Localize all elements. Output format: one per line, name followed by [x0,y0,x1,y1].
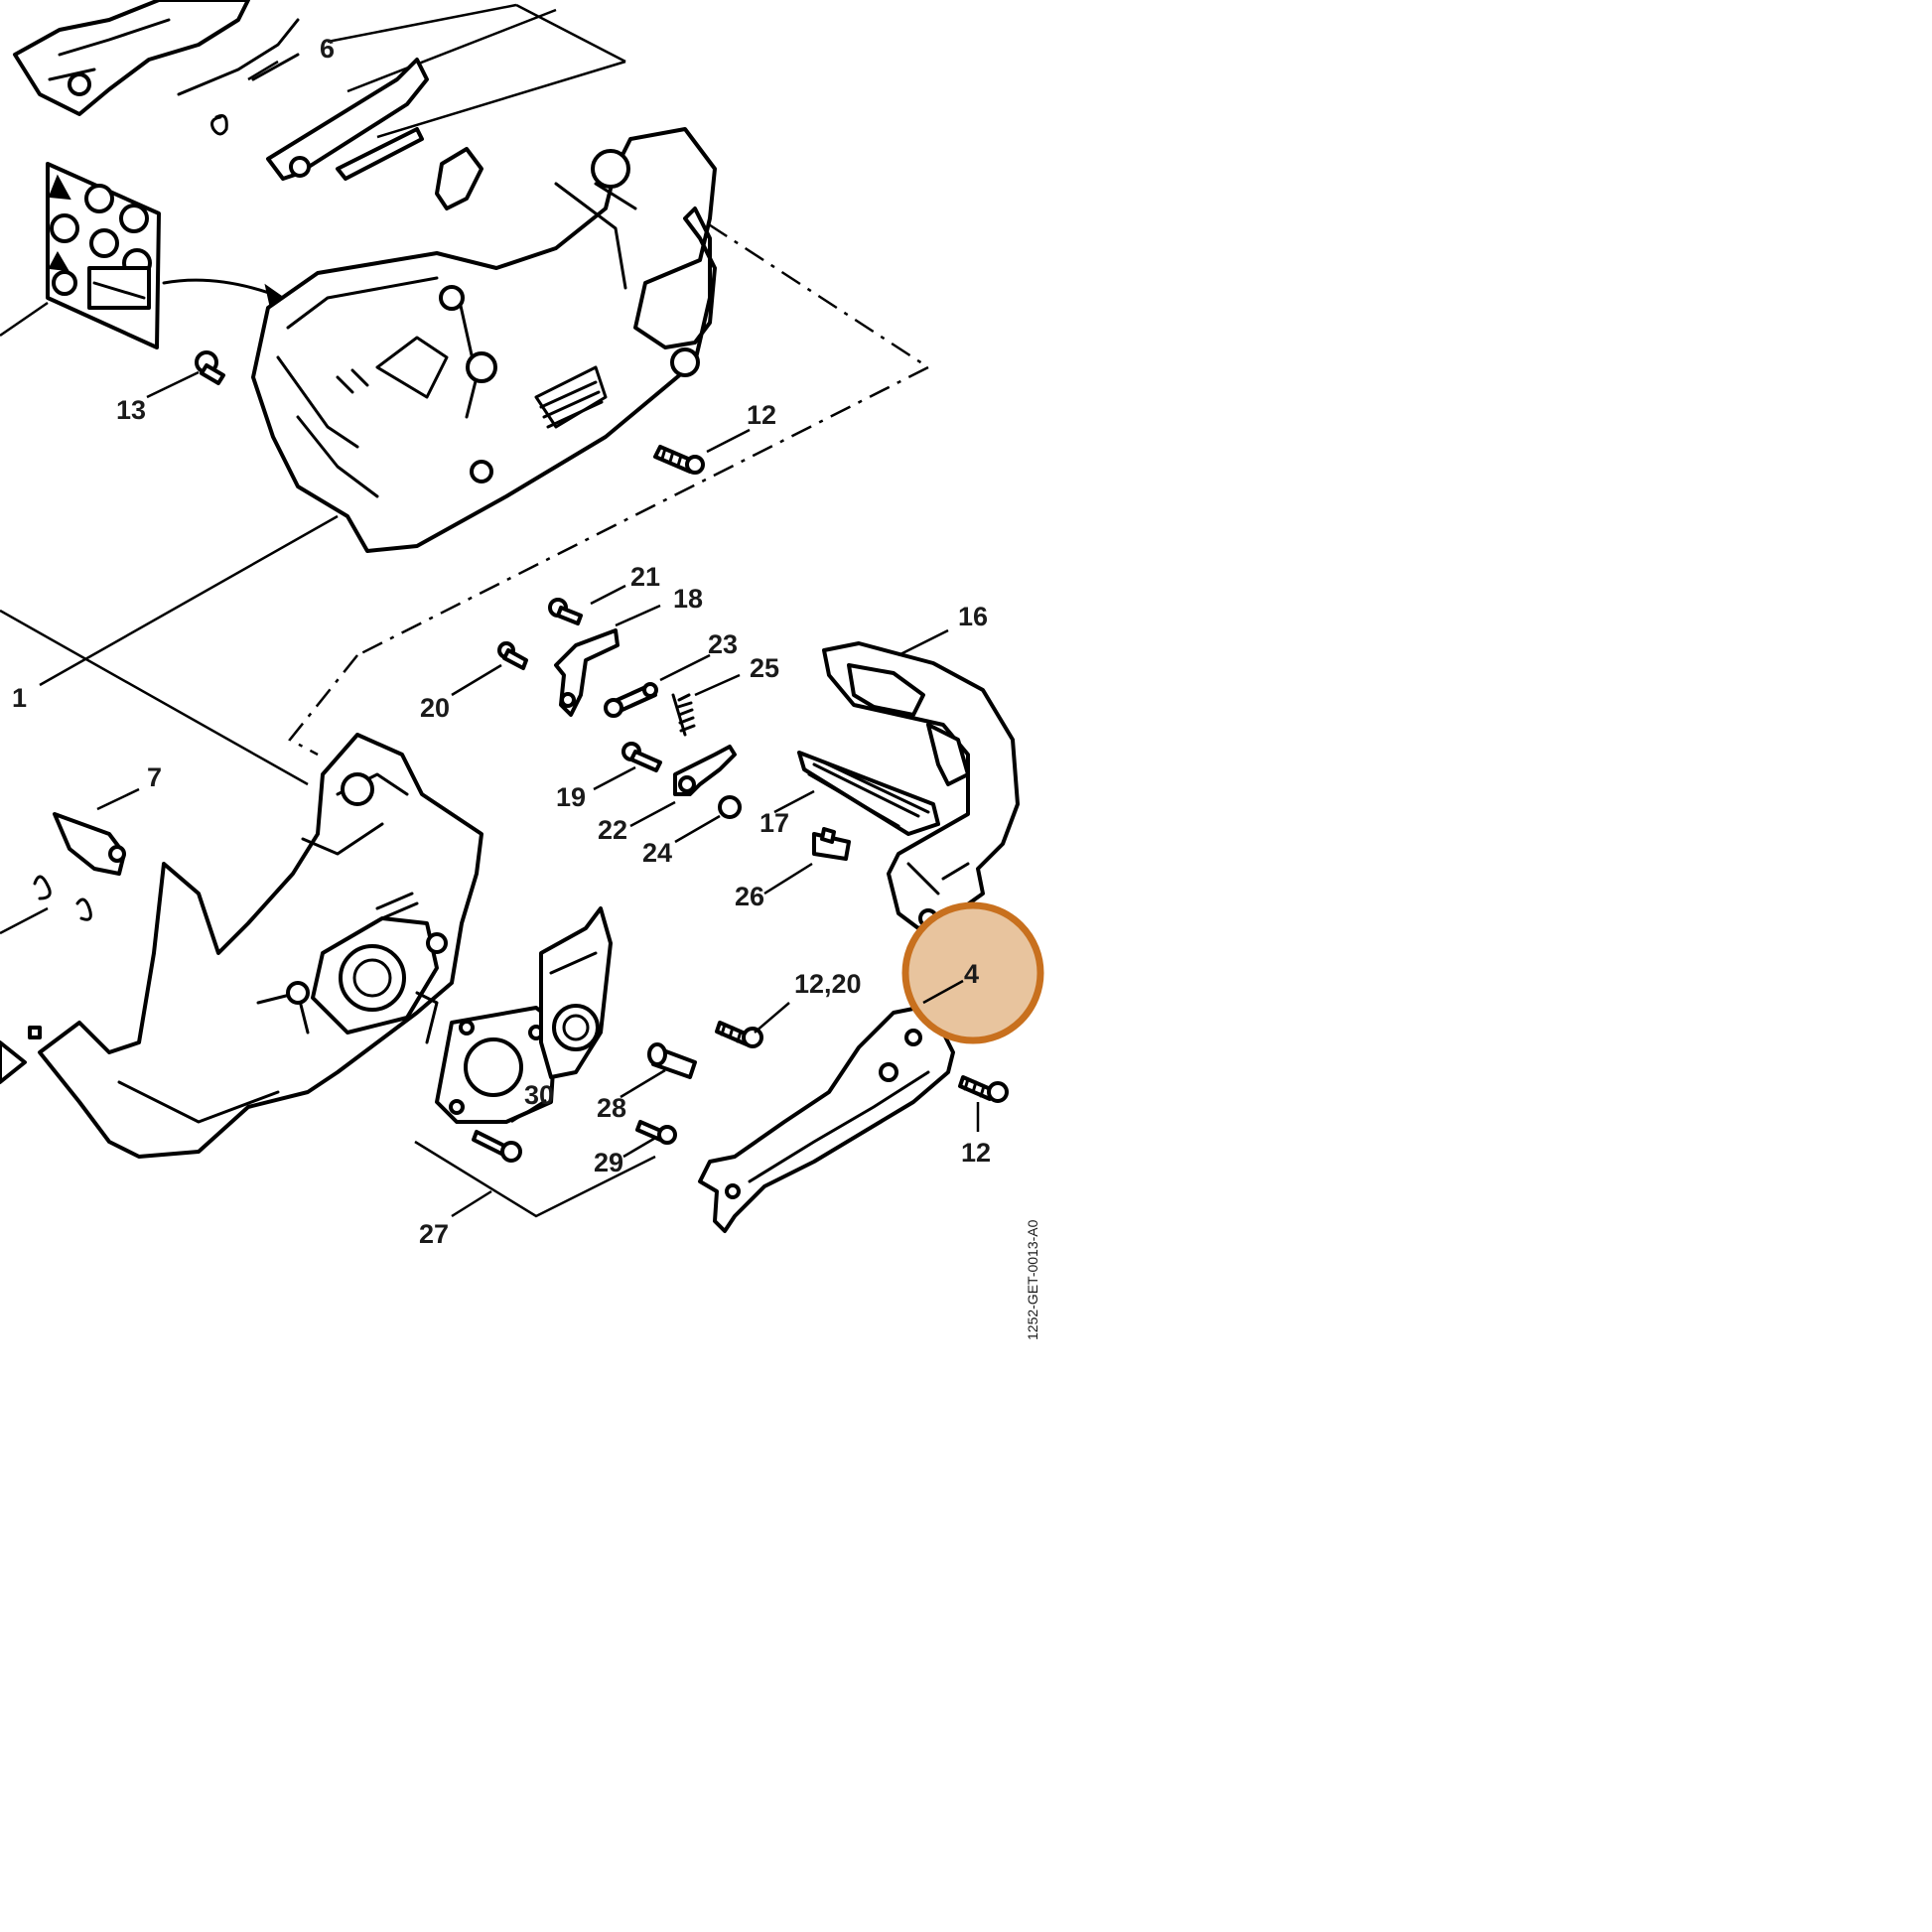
callout-1[interactable]: 1 [12,683,27,713]
callout-19[interactable]: 19 [556,782,586,812]
warning-label [46,162,161,349]
screw-part-12-lower [958,1075,1009,1103]
callout-18[interactable]: 18 [673,584,703,614]
screw-part-19 [621,742,662,772]
callout-28[interactable]: 28 [597,1093,626,1123]
callout-25[interactable]: 25 [750,653,779,683]
callout-22[interactable]: 22 [598,815,627,845]
callout-6[interactable]: 6 [320,34,335,64]
callout-12-upper[interactable]: 12 [747,400,776,430]
lower-crankcase-housing [38,733,483,1159]
screw-part-20 [497,641,528,670]
callout-12-lower[interactable]: 12 [961,1138,991,1168]
screw-part-12-upper [653,445,705,475]
screw-part-29 [635,1120,677,1145]
switch-part-26 [812,827,851,861]
callout-4[interactable]: 4 [964,959,979,989]
callout-26[interactable]: 26 [735,882,764,911]
screw-part-12-20 [715,1021,763,1048]
intake-flange-part-27 [435,906,613,1124]
callout-30[interactable]: 30 [524,1080,554,1110]
screw-part-30 [472,1130,522,1163]
document-id: 1252-GET-0013-A0 [1025,1219,1040,1340]
spring-part-25 [671,693,696,737]
grip-strip-part-17 [797,751,940,836]
top-left-bracket [13,0,250,116]
callout-13[interactable]: 13 [116,395,146,425]
callout-24[interactable]: 24 [642,838,672,868]
leader-lines [0,60,980,1218]
lever-part-22 [673,745,737,796]
pin-part-23 [604,682,658,718]
throttle-lever [266,58,483,210]
callout-27[interactable]: 27 [419,1219,449,1249]
callout-7[interactable]: 7 [147,762,162,792]
callout-16[interactable]: 16 [958,602,988,631]
bracket-part-18 [554,628,620,717]
small-springs [0,875,92,1084]
callout-29[interactable]: 29 [594,1148,623,1177]
upper-handle-housing [251,127,717,553]
screw-part-21 [548,598,583,625]
screw-part-13 [195,350,225,385]
nut-part-24 [718,795,742,819]
spring-part-6 [177,18,300,136]
hand-guard-part-16 [822,641,1020,930]
callout-17[interactable]: 17 [759,808,789,838]
label-placement-arrow [162,278,285,300]
chain-catcher-part-7 [53,812,126,876]
callout-labels: 6 13 12 21 18 16 23 25 1 20 7 19 17 22 2… [12,34,991,1249]
callout-20[interactable]: 20 [420,693,450,723]
assembly-lines [0,3,931,1218]
callout-23[interactable]: 23 [708,629,738,659]
highlight-leader [922,979,964,1005]
highlight-marker[interactable] [901,901,1044,1044]
callout-21[interactable]: 21 [630,562,660,592]
callout-12-20[interactable]: 12,20 [794,969,862,999]
pin-part-28 [647,1042,697,1079]
